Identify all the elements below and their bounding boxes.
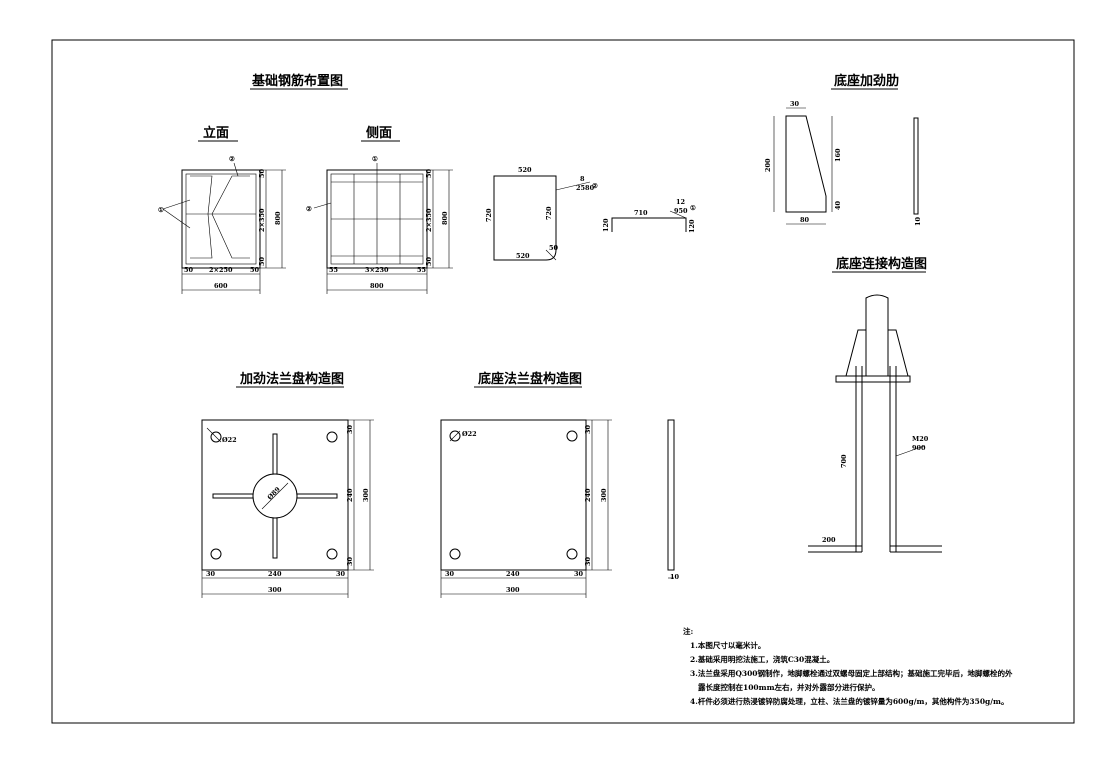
note-3b: 露长度控制在100mm左右，并对外露部分进行保护。	[698, 682, 880, 692]
base-flange-top: 30	[584, 424, 592, 434]
rebar1-count: 12	[676, 198, 685, 206]
elev-total-height: 800	[274, 211, 282, 225]
base-flange-b-total: 300	[506, 586, 520, 594]
rebar1-middle: 710	[634, 209, 648, 217]
stiff-flange-b-total: 300	[268, 586, 282, 594]
side-mark-2: ②	[306, 205, 312, 213]
stiffened-flange-view: 加劲法兰盘构造图 Ø22 Ø89 30 240 30 300 30 240 30…	[201, 371, 374, 598]
base-stiffener-view: 底座加劲肋 30 200 160 40 80 10	[764, 73, 922, 226]
connection-embed: 700	[840, 454, 848, 468]
elev-right-spacing: 2×350	[258, 208, 266, 232]
connection-bolt-length: 900	[912, 444, 926, 452]
title-foundation-rebar: 基础钢筋布置图	[251, 73, 343, 89]
elev-top-cover: 50	[258, 168, 266, 178]
base-connection-view: 底座连接构造图 M20 900 700 200	[808, 256, 942, 553]
rebar1-left-leg: 120	[602, 218, 610, 232]
side-mark-1: ①	[372, 155, 378, 163]
side-right-spacing: 2×350	[425, 208, 433, 232]
title-elevation: 立面	[203, 125, 229, 141]
notes-block: 注: 1.本图尺寸以毫米计。 2.基础采用明挖法施工，浇筑C30混凝土。 3.法…	[683, 626, 1013, 706]
elev-right-cover: 50	[250, 266, 260, 274]
title-stiffened-flange: 加劲法兰盘构造图	[239, 371, 344, 387]
rebar-2-detail: 520 520 720 720 50 8 2580 ②	[485, 166, 598, 261]
side-right-cover: 55	[417, 266, 427, 274]
base-flange-hole: Ø22	[462, 430, 477, 438]
base-flange-total: 300	[600, 488, 608, 502]
side-bottom-spacing: 3×230	[365, 266, 389, 274]
stiff-flange-top: 30	[346, 424, 354, 434]
stiffener-thickness: 10	[914, 216, 922, 226]
side-view: 侧面 ① ② 55 3×230 55 800 50 2×350 50 800	[306, 125, 453, 294]
base-flange-thickness: 10	[670, 573, 680, 581]
elevation-view: 立面 ① ② 50 2×250 50 600 50 2×350 50 800	[158, 125, 286, 294]
title-base-stiffener: 底座加劲肋	[834, 73, 899, 89]
side-total-height: 800	[441, 211, 449, 225]
title-base-connection: 底座连接构造图	[836, 256, 927, 272]
stiff-flange-b-right: 30	[336, 570, 346, 578]
side-bottom-cover: 50	[425, 256, 433, 266]
note-1: 1.本图尺寸以毫米计。	[690, 640, 765, 650]
stiff-flange-total: 300	[362, 488, 370, 502]
stiff-flange-mid: 240	[346, 488, 354, 502]
base-flange-bot: 30	[584, 556, 592, 566]
stiffener-bottom: 80	[800, 216, 810, 224]
rebar2-bottom: 520	[516, 252, 530, 260]
notes-heading: 注:	[683, 626, 693, 636]
rebar-1-detail: 710 120 120 12 950 ①	[602, 198, 696, 233]
rebar2-mark: ②	[592, 182, 598, 190]
title-base-flange: 底座法兰盘构造图	[478, 371, 582, 387]
stiff-flange-pipe: Ø89	[266, 485, 282, 501]
note-4: 4.杆件必须进行热浸镀锌防腐处理，立柱、法兰盘的镀锌量为600g/m，其他构件为…	[690, 696, 1008, 706]
elev-bottom-spacing: 2×250	[209, 266, 233, 274]
rebar2-count: 8	[580, 175, 585, 183]
base-flange-view: 底座法兰盘构造图 Ø22 30 240 30 300 30 240 30 300…	[440, 371, 680, 598]
base-flange-b-left: 30	[445, 570, 455, 578]
rebar2-top: 520	[518, 166, 532, 174]
stiffener-top: 30	[790, 100, 800, 108]
rebar2-hook: 50	[549, 244, 559, 252]
elev-bottom-cover: 50	[258, 256, 266, 266]
elev-total-width: 600	[214, 282, 228, 290]
note-3a: 3.法兰盘采用Q300钢制作，地脚螺栓通过双螺母固定上部结构；基础施工完毕后，地…	[690, 668, 1013, 679]
elev-mark-2: ②	[229, 155, 235, 163]
rebar2-inner: 720	[545, 206, 553, 220]
elev-left-cover: 50	[184, 266, 194, 274]
side-top-cover: 50	[425, 168, 433, 178]
stiffener-upper: 160	[834, 148, 842, 162]
note-2: 2.基础采用明挖法施工，浇筑C30混凝土。	[690, 654, 834, 664]
side-left-cover: 55	[329, 266, 339, 274]
side-total-width: 800	[370, 282, 384, 290]
stiffener-lower: 40	[834, 200, 842, 210]
connection-hook: 200	[822, 536, 836, 544]
rebar1-length: 950	[674, 207, 688, 215]
rebar2-length: 2580	[576, 184, 595, 192]
base-flange-b-right: 30	[574, 570, 584, 578]
rebar1-right-leg: 120	[688, 219, 696, 233]
rebar1-mark: ①	[690, 204, 696, 212]
stiff-flange-b-left: 30	[206, 570, 216, 578]
rebar2-left: 720	[485, 208, 493, 222]
stiffener-height: 200	[764, 158, 772, 172]
base-flange-b-mid: 240	[506, 570, 520, 578]
stiff-flange-hole: Ø22	[222, 436, 237, 444]
title-side: 侧面	[366, 125, 392, 141]
stiff-flange-bot: 30	[346, 556, 354, 566]
elev-mark-1: ①	[158, 206, 164, 214]
stiff-flange-b-mid: 240	[268, 570, 282, 578]
connection-bolt: M20	[912, 435, 929, 443]
drawing-frame	[51, 39, 1075, 724]
base-flange-mid: 240	[584, 488, 592, 502]
